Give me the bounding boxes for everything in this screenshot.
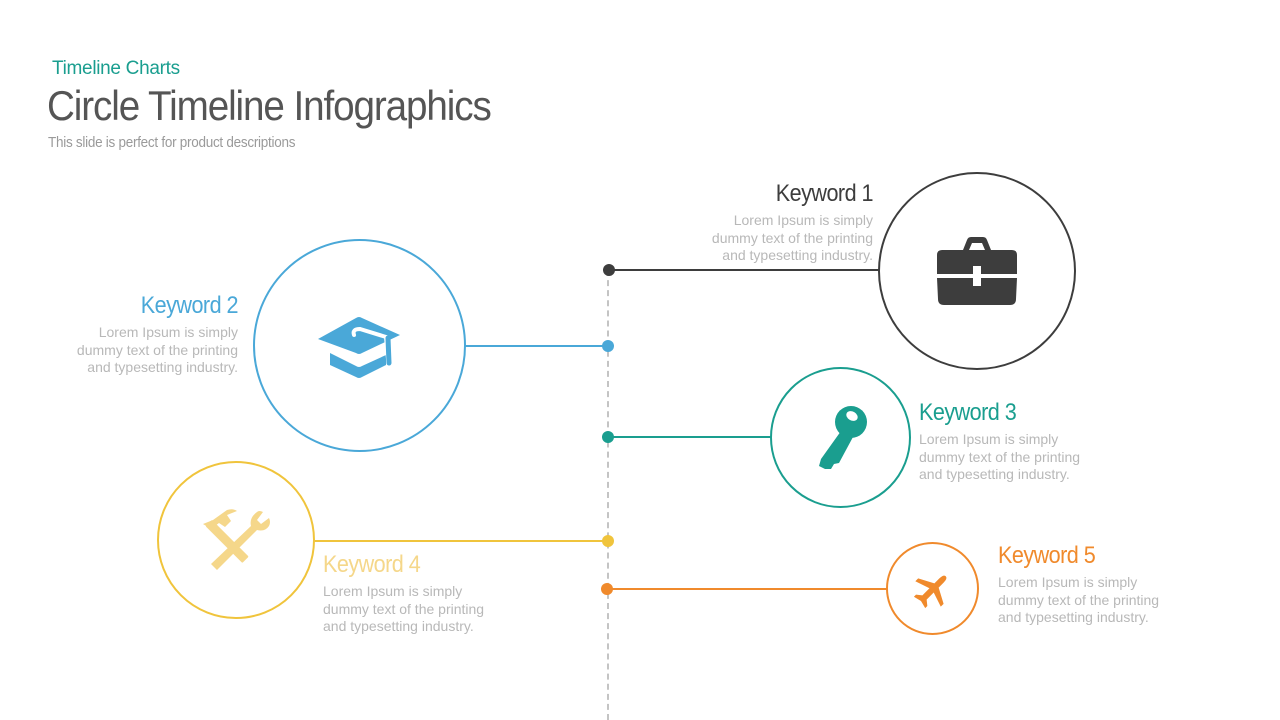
keyword-3-text: Keyword 3 Lorem Ipsum is simply dummy te… [919,399,1139,484]
connector-line-4 [313,540,608,542]
keyword-1-title: Keyword 1 [775,180,874,207]
keyword-2-text: Keyword 2 Lorem Ipsum is simply dummy te… [18,292,239,377]
keyword-3-circle [770,367,911,508]
keyword-1-text: Keyword 1 Lorem Ipsum is simply dummy te… [653,180,874,265]
tools-icon [203,509,270,570]
keyword-2-title: Keyword 2 [140,292,239,319]
category-label: Timeline Charts [52,58,180,79]
keyword-5-text: Keyword 5 Lorem Ipsum is simply dummy te… [998,542,1218,627]
keyword-1-circle [878,172,1076,370]
keyword-4-text: Keyword 4 Lorem Ipsum is simply dummy te… [323,551,543,636]
keyword-4-description: Lorem Ipsum is simply dummy text of the … [323,583,485,634]
page-title: Circle Timeline Infographics [47,82,492,129]
keyword-4-circle [157,461,315,619]
connector-line-5 [609,588,889,590]
airplane-icon [913,575,946,608]
timeline-dot-3 [602,431,614,443]
keyword-5-circle [886,542,979,635]
briefcase-icon [937,237,1017,305]
keyword-2-description: Lorem Ipsum is simply dummy text of the … [76,324,238,375]
page-subtitle: This slide is perfect for product descri… [48,134,296,151]
keyword-5-title: Keyword 5 [998,542,1096,569]
key-icon [818,405,867,469]
connector-line-2 [464,345,608,347]
timeline-dot-2 [602,340,614,352]
connector-line-3 [609,436,773,438]
graduation-cap-icon [317,316,400,378]
keyword-2-circle [253,239,466,452]
timeline-dot-5 [601,583,613,595]
timeline-axis [607,270,609,720]
keyword-1-description: Lorem Ipsum is simply dummy text of the … [711,212,873,263]
keyword-5-description: Lorem Ipsum is simply dummy text of the … [998,574,1160,625]
timeline-dot-4 [602,535,614,547]
keyword-3-title: Keyword 3 [919,399,1017,426]
timeline-dot-1 [603,264,615,276]
keyword-3-description: Lorem Ipsum is simply dummy text of the … [919,431,1081,482]
keyword-4-title: Keyword 4 [323,551,421,578]
connector-line-1 [609,269,881,271]
